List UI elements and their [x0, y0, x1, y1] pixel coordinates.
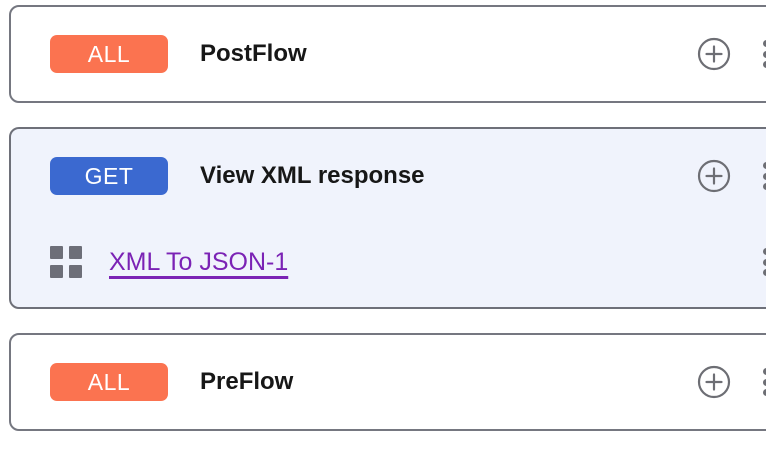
flow-header-row[interactable]: ALL PostFlow — [11, 7, 766, 101]
kebab-dot — [763, 379, 766, 386]
kebab-dot — [763, 389, 766, 396]
flow-row-actions — [697, 365, 766, 399]
kebab-dot — [763, 183, 766, 190]
method-badge-all: ALL — [50, 363, 168, 401]
kebab-dot — [763, 40, 766, 47]
kebab-dot — [763, 269, 766, 276]
policy-row-actions — [753, 245, 766, 279]
kebab-dot — [763, 61, 766, 68]
policy-link-xml-to-json-1[interactable]: XML To JSON-1 — [109, 248, 288, 277]
flow-header-row[interactable]: GET View XML response — [11, 129, 766, 223]
grid-square — [50, 246, 63, 259]
grid-square — [50, 265, 63, 278]
more-options-icon[interactable] — [753, 37, 766, 71]
flow-card-postflow[interactable]: ALL PostFlow — [9, 5, 766, 103]
method-badge-get: GET — [50, 157, 168, 195]
more-options-icon[interactable] — [753, 365, 766, 399]
flow-list: ALL PostFlow — [9, 5, 766, 455]
more-options-icon[interactable] — [753, 245, 766, 279]
flow-title: PreFlow — [200, 368, 293, 396]
flow-row-actions — [697, 37, 766, 71]
more-options-icon[interactable] — [753, 159, 766, 193]
policy-grid-icon — [50, 246, 82, 278]
flow-card-preflow[interactable]: ALL PreFlow — [9, 333, 766, 431]
policy-step-row[interactable]: XML To JSON-1 — [11, 217, 766, 307]
flow-title: View XML response — [200, 162, 425, 190]
add-step-icon[interactable] — [697, 37, 731, 71]
kebab-dot — [763, 259, 766, 266]
kebab-dot — [763, 248, 766, 255]
kebab-dot — [763, 173, 766, 180]
add-step-icon[interactable] — [697, 365, 731, 399]
flow-card-view-xml-response[interactable]: GET View XML response — [9, 127, 766, 309]
kebab-dots — [763, 37, 766, 72]
add-step-icon[interactable] — [697, 159, 731, 193]
kebab-dot — [763, 162, 766, 169]
method-badge-all: ALL — [50, 35, 168, 73]
grid-square — [69, 246, 82, 259]
kebab-dots — [763, 245, 766, 280]
flow-row-actions — [697, 159, 766, 193]
kebab-dots — [763, 159, 766, 194]
kebab-dot — [763, 51, 766, 58]
flow-title: PostFlow — [200, 40, 307, 68]
grid-square — [69, 265, 82, 278]
kebab-dot — [763, 368, 766, 375]
flow-header-row[interactable]: ALL PreFlow — [11, 335, 766, 429]
kebab-dots — [763, 365, 766, 400]
